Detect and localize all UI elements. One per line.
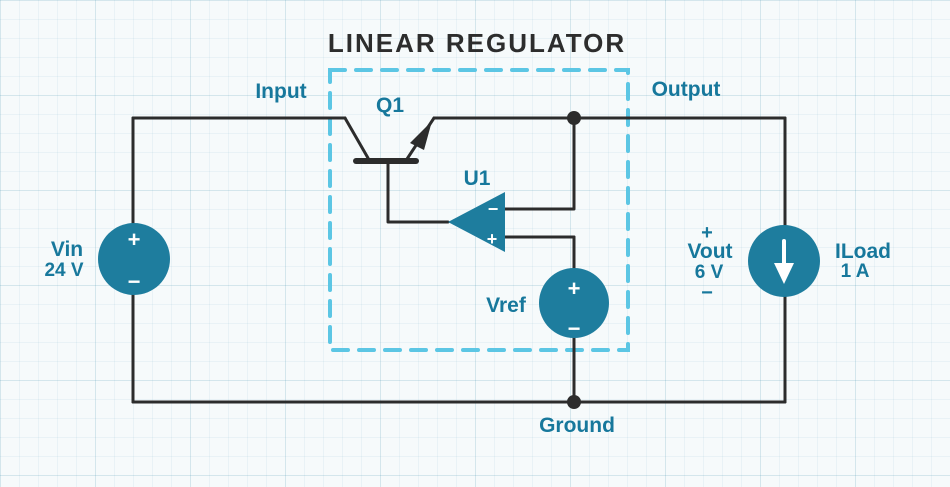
ground-junction-dot (567, 395, 581, 409)
vout-minus-sign: − (701, 282, 713, 304)
wire-opamp-output-to-base (386, 162, 450, 224)
vref-plus-sign: + (568, 276, 581, 301)
q1-collector-lead (343, 116, 370, 160)
vin-source-symbol: + − (98, 223, 170, 295)
wire-feedback-to-inverting-input (503, 116, 576, 211)
q1-ref-label: Q1 (376, 94, 404, 117)
q1-emitter-arrow-icon (410, 121, 432, 150)
u1-opamp-symbol: − + (448, 192, 505, 252)
iload-value-label: 1 A (841, 261, 870, 282)
iload-down-arrow-icon (774, 263, 794, 284)
regulator-boundary-box (328, 68, 630, 352)
vout-value-label: 6 V (695, 262, 724, 283)
vin-minus-sign: − (128, 269, 141, 294)
output-junction-dot (567, 111, 581, 125)
vref-minus-sign: − (568, 316, 581, 341)
opamp-noninverting-input-sign: + (487, 229, 498, 249)
vref-ref-label: Vref (486, 294, 527, 317)
net-label-input: Input (255, 80, 306, 103)
iload-source-symbol (748, 225, 820, 297)
vout-plus-sign: + (701, 222, 713, 244)
opamp-triangle-icon (448, 192, 505, 252)
vin-ref-label: Vin (51, 238, 83, 261)
diagram-title: LINEAR REGULATOR (328, 28, 626, 58)
net-label-output: Output (652, 78, 721, 101)
vin-plus-sign: + (128, 227, 141, 252)
q1-transistor-symbol (343, 116, 436, 164)
vin-value-label: 24 V (44, 260, 83, 281)
vin-source-circle-icon (98, 223, 170, 295)
opamp-inverting-input-sign: − (488, 199, 499, 219)
vout-ref-label: Vout (687, 240, 732, 263)
vref-source-circle-icon (539, 268, 609, 338)
net-label-ground: Ground (539, 414, 615, 437)
iload-ref-label: ILoad (835, 240, 891, 263)
u1-ref-label: U1 (464, 167, 491, 190)
vref-source-symbol: + − (539, 268, 609, 341)
